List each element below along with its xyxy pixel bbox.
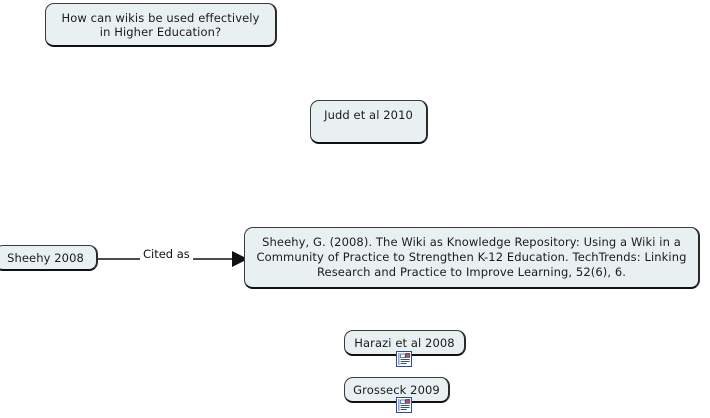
node-citation-label: Sheehy, G. (2008). The Wiki as Knowledge…	[256, 235, 687, 279]
arrowhead-icon	[232, 251, 248, 267]
note-icon[interactable]	[396, 351, 412, 367]
node-grosseck-2009[interactable]: Grosseck 2009	[344, 377, 450, 403]
node-question[interactable]: How can wikis be used effectively in Hig…	[45, 3, 277, 47]
note-icon[interactable]	[396, 397, 412, 413]
node-sheehy-label: Sheehy 2008	[7, 251, 84, 265]
edge-label-cited-as: Cited as	[140, 247, 193, 261]
node-judd-et-al-2010[interactable]: Judd et al 2010	[310, 100, 428, 144]
node-sheehy-2008[interactable]: Sheehy 2008	[0, 245, 98, 271]
node-harazi-label: Harazi et al 2008	[354, 336, 455, 350]
node-sheehy-citation[interactable]: Sheehy, G. (2008). The Wiki as Knowledge…	[244, 227, 700, 289]
node-judd-label: Judd et al 2010	[324, 108, 413, 122]
node-question-label: How can wikis be used effectively in Hig…	[61, 11, 260, 39]
node-grosseck-label: Grosseck 2009	[353, 383, 440, 397]
